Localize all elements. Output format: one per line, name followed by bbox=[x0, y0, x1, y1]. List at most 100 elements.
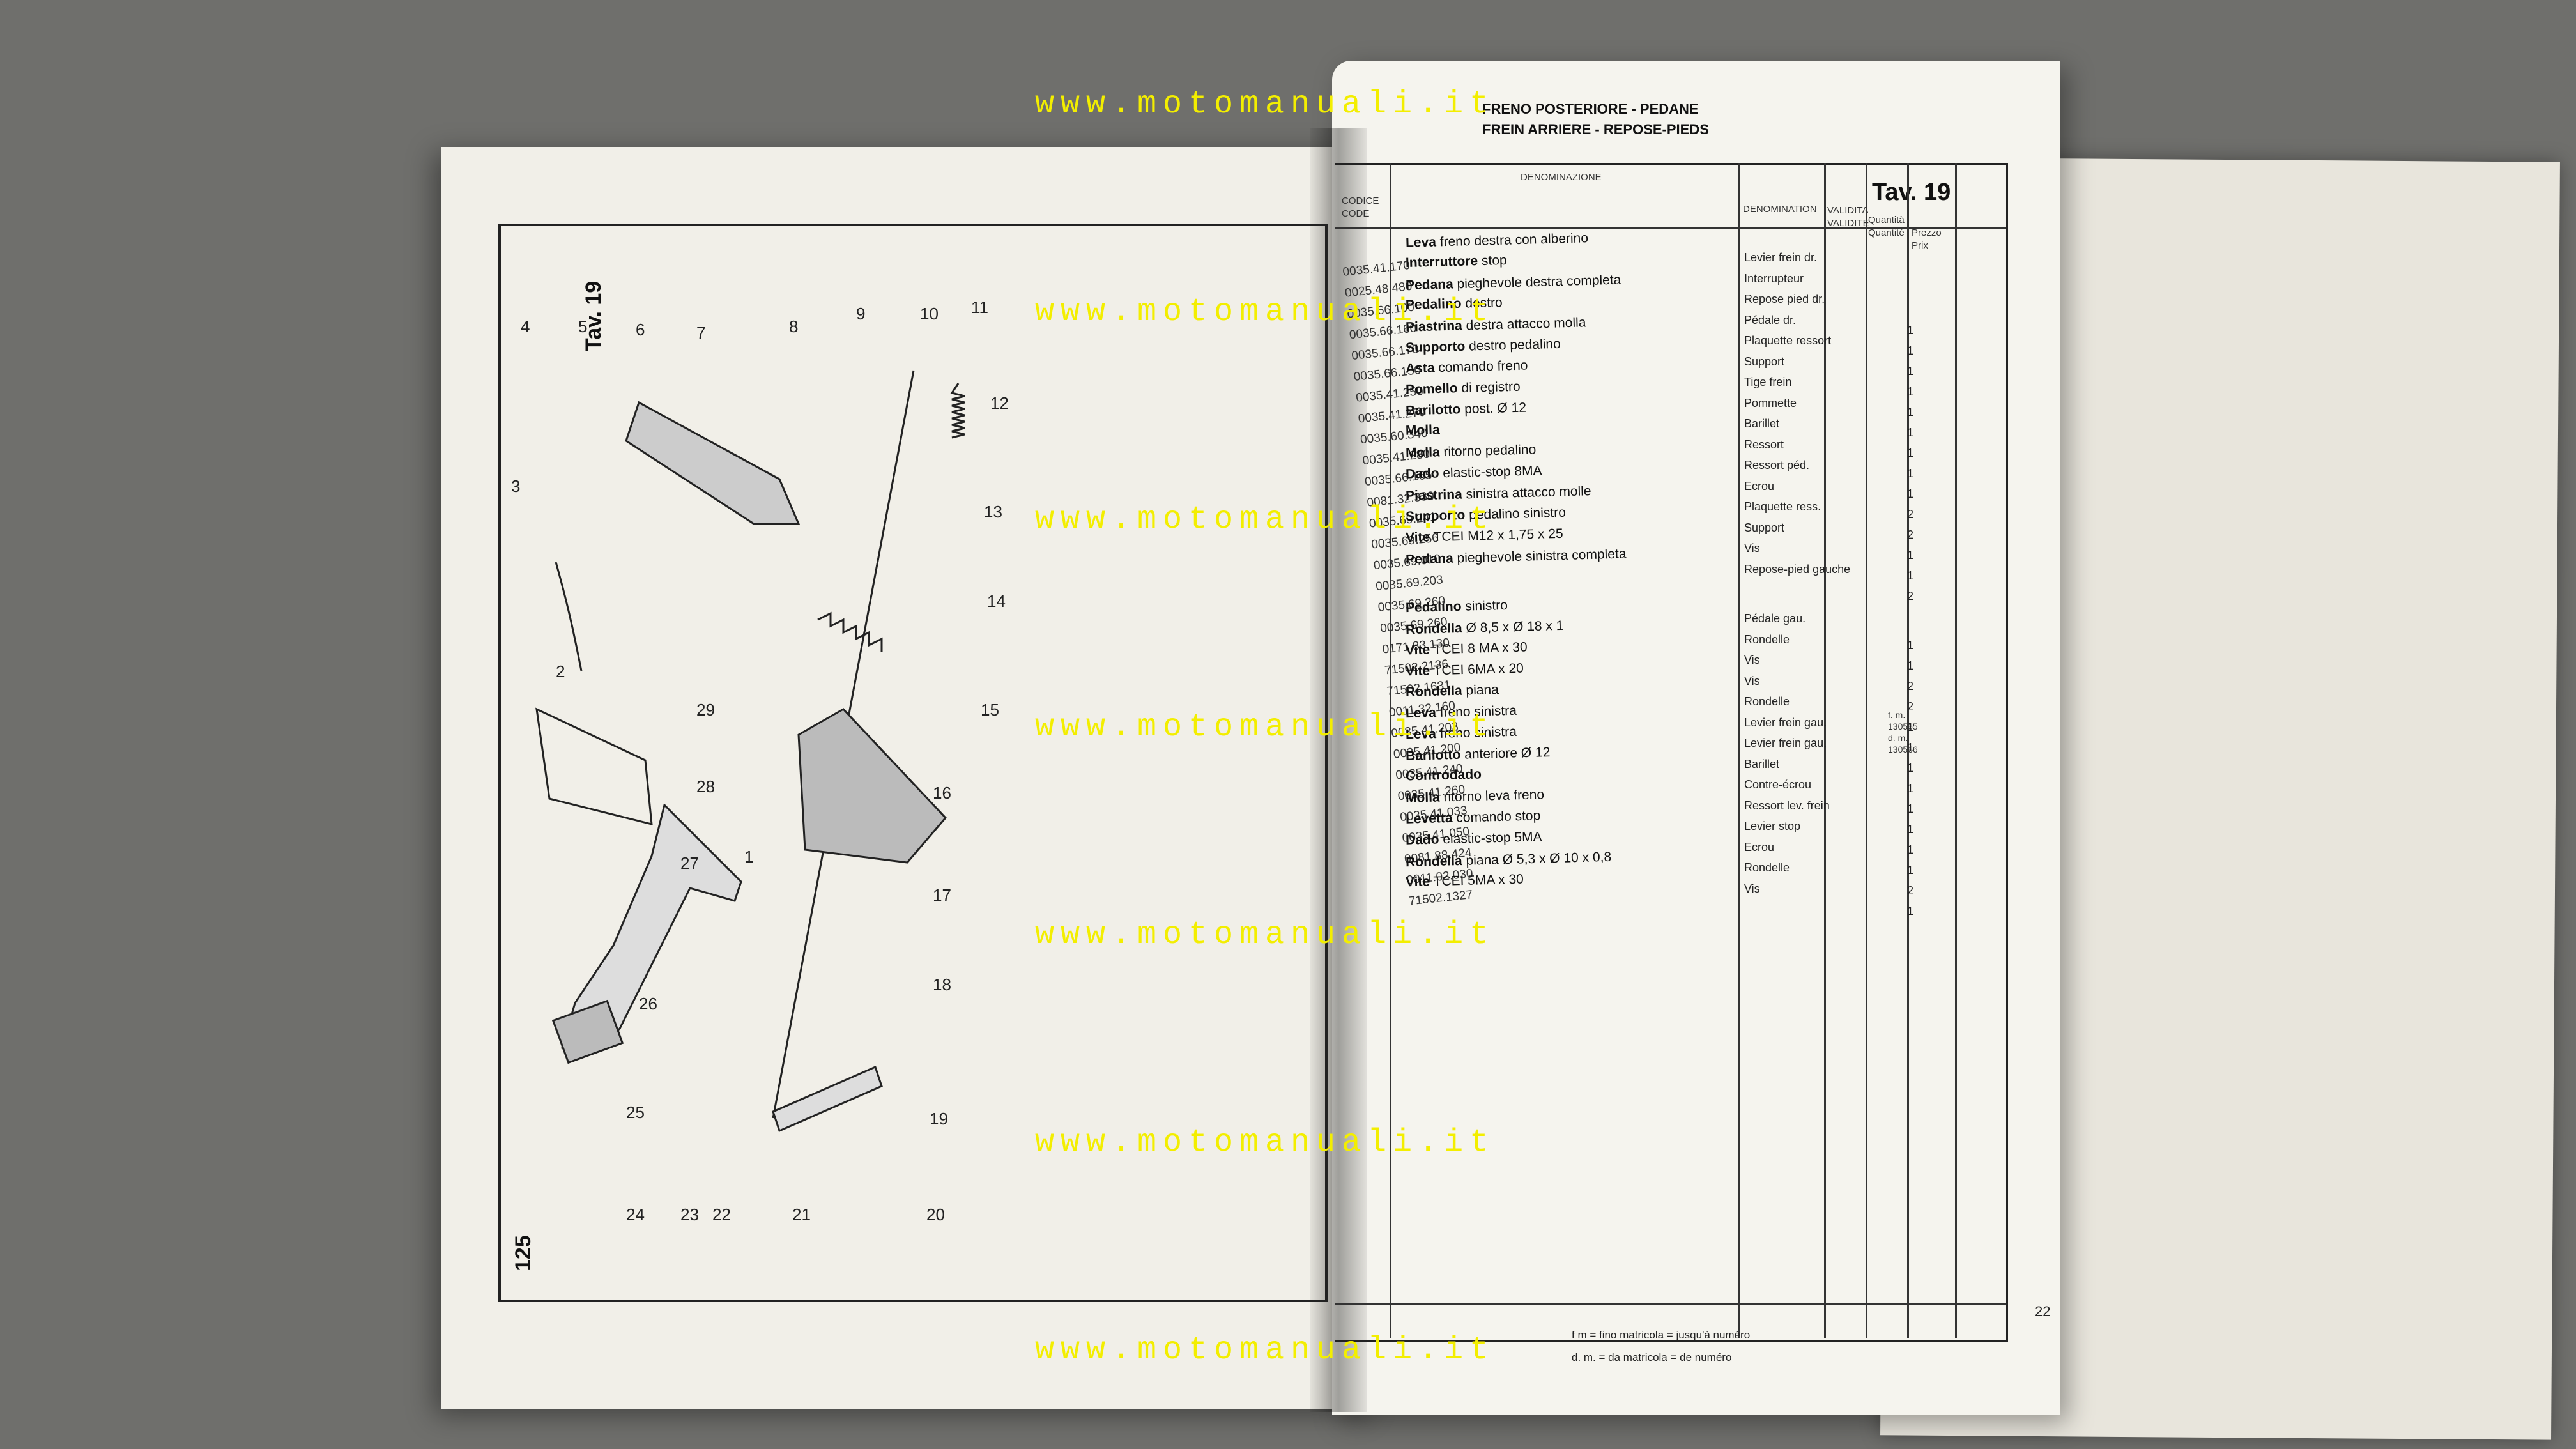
part-name: Molla bbox=[1405, 445, 1440, 461]
watermark-text: www.motomanuali.it bbox=[1035, 709, 1496, 746]
part-description: Barilotto post. Ø 12 bbox=[1406, 401, 1527, 419]
part-name-french: Pédale dr. bbox=[1744, 313, 1797, 326]
part-label: 26 bbox=[639, 994, 657, 1013]
watermark-text: www.motomanuali.it bbox=[1035, 1124, 1496, 1161]
part-detail: elastic-stop 5MA bbox=[1439, 829, 1542, 847]
part-description: Controdado bbox=[1406, 767, 1482, 784]
watermark-text: www.motomanuali.it bbox=[1035, 1332, 1496, 1368]
part-description: Interruttore stop bbox=[1406, 253, 1507, 271]
part-label: 22 bbox=[712, 1205, 731, 1224]
part-name: Supporto bbox=[1405, 339, 1466, 356]
part-detail: TCEI 6MA x 20 bbox=[1429, 661, 1524, 678]
part-quantity: 1 bbox=[1907, 406, 1914, 418]
column-divider bbox=[1907, 163, 1909, 1338]
part-name: Pedana bbox=[1405, 277, 1454, 293]
part-name: Piastrina bbox=[1405, 487, 1463, 503]
part-detail: ritorno pedalino bbox=[1439, 442, 1537, 460]
part-label: 6 bbox=[636, 320, 645, 339]
part-detail: comando stop bbox=[1452, 808, 1541, 825]
footpeg-bracket-shape bbox=[625, 401, 801, 525]
part-detail: sinistra attacco molle bbox=[1462, 484, 1591, 502]
footpeg-plate-shape bbox=[797, 708, 947, 864]
part-quantity: 2 bbox=[1907, 590, 1914, 602]
part-name-french: Levier frein gau. bbox=[1744, 737, 1827, 749]
part-label: 17 bbox=[933, 885, 951, 905]
part-name-french: Levier stop bbox=[1744, 820, 1801, 832]
part-name-french: Pommette bbox=[1744, 396, 1797, 410]
part-label: 16 bbox=[933, 783, 951, 802]
part-description: Rondella piana bbox=[1406, 682, 1499, 700]
diagram-frame bbox=[498, 224, 1328, 1302]
part-name-french: Rondelle bbox=[1744, 695, 1790, 708]
book-gutter bbox=[1310, 128, 1367, 1412]
part-detail: piana Ø 5,3 x Ø 10 x 0,8 bbox=[1462, 849, 1612, 868]
watermark-text: www.motomanuali.it bbox=[1035, 502, 1496, 538]
part-quantity: 1 bbox=[1907, 905, 1914, 917]
footer-legend-line1: f m = fino matricola = jusqu'à numéro bbox=[1572, 1329, 1751, 1341]
part-label: 23 bbox=[680, 1205, 699, 1224]
part-quantity: 2 bbox=[1907, 680, 1914, 693]
part-description: Vite TCEI 6MA x 20 bbox=[1406, 661, 1524, 680]
part-detail: anteriore Ø 12 bbox=[1460, 745, 1551, 762]
part-name: Molla bbox=[1405, 790, 1440, 806]
right-tav-label: Tav. 19 bbox=[1872, 179, 1951, 206]
part-name-french: Support bbox=[1744, 355, 1785, 368]
part-name-french: Rondelle bbox=[1744, 861, 1790, 874]
part-label: 19 bbox=[930, 1109, 948, 1128]
footer-legend-line2: d. m. = da matricola = de numéro bbox=[1572, 1351, 1732, 1363]
part-name: Pedalino bbox=[1405, 599, 1462, 616]
part-quantity: 1 bbox=[1907, 659, 1914, 672]
part-name-french: Ressort péd. bbox=[1744, 459, 1810, 471]
part-name: Leva bbox=[1405, 234, 1437, 250]
return-spring-shape bbox=[817, 611, 883, 652]
part-label: 3 bbox=[511, 477, 520, 496]
part-name-french: Barillet bbox=[1744, 417, 1780, 430]
part-quantity: 1 bbox=[1907, 426, 1914, 439]
part-name-french: Plaquette ressort bbox=[1744, 334, 1832, 347]
part-detail: Ø 8,5 x Ø 18 x 1 bbox=[1462, 618, 1564, 636]
part-label: 10 bbox=[920, 304, 939, 323]
part-quantity: 2 bbox=[1907, 700, 1914, 713]
part-name-french: Barillet bbox=[1744, 757, 1780, 770]
column-header-code: CODICE CODE bbox=[1342, 195, 1379, 219]
part-detail: stop bbox=[1477, 252, 1507, 269]
part-name: Controdado bbox=[1405, 767, 1482, 784]
part-name-french: Levier frein dr. bbox=[1744, 251, 1818, 264]
part-name-french: Ressort bbox=[1744, 438, 1784, 451]
part-name-french: Ecrou bbox=[1744, 840, 1775, 854]
part-name-french: Repose pied dr. bbox=[1744, 293, 1825, 305]
part-label: 9 bbox=[856, 304, 865, 323]
part-quantity: 2 bbox=[1907, 508, 1914, 521]
part-label: 1 bbox=[744, 847, 753, 866]
part-description: Molla bbox=[1406, 422, 1440, 438]
part-label: 21 bbox=[792, 1205, 811, 1224]
validity-note: f. m. bbox=[1888, 710, 1906, 720]
part-description: Vite TCEI 8 MA x 30 bbox=[1406, 640, 1528, 659]
watermark-text: www.motomanuali.it bbox=[1035, 917, 1496, 953]
table-header-divider bbox=[1335, 227, 2006, 229]
lower-lever-shape bbox=[772, 1065, 883, 1133]
part-label: 29 bbox=[696, 700, 715, 719]
part-quantity: 1 bbox=[1907, 569, 1914, 582]
right-page-header: FRENO POSTERIORE - PEDANE FREIN ARRIERE … bbox=[1482, 99, 1709, 140]
column-divider bbox=[1955, 163, 1957, 1338]
part-name: Rondella bbox=[1405, 683, 1462, 700]
part-label: 8 bbox=[789, 317, 798, 336]
part-name: Asta bbox=[1405, 360, 1435, 376]
part-name-french: Ressort lev. frein bbox=[1744, 799, 1830, 812]
part-quantity: 1 bbox=[1907, 385, 1914, 398]
part-label: 15 bbox=[981, 700, 999, 719]
column-header-quantita: Quantità Quantité bbox=[1868, 215, 1905, 238]
part-detail: destro pedalino bbox=[1465, 336, 1561, 354]
part-detail: freno destra con alberino bbox=[1436, 231, 1589, 250]
part-label: 18 bbox=[933, 975, 951, 994]
column-header-prezzo: Prezzo Prix bbox=[1912, 227, 1942, 251]
validity-note: d. m. bbox=[1888, 733, 1908, 743]
part-quantity: 1 bbox=[1907, 549, 1914, 562]
part-name: Rondella bbox=[1405, 853, 1463, 870]
part-quantity: 1 bbox=[1907, 324, 1914, 337]
part-quantity: 1 bbox=[1907, 721, 1914, 733]
part-label: 14 bbox=[987, 592, 1006, 611]
part-label: 12 bbox=[990, 394, 1009, 413]
